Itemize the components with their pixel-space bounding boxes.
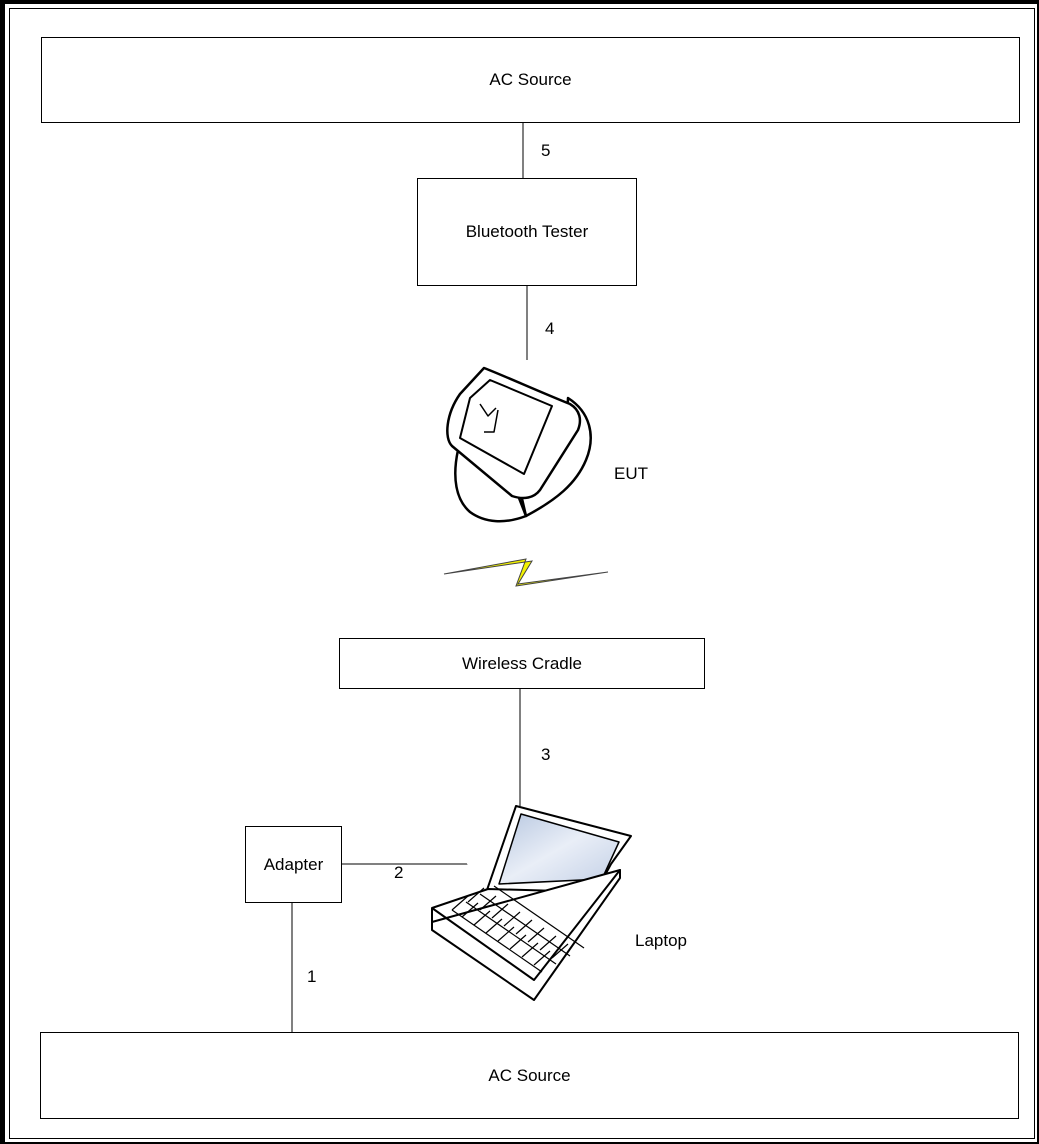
connection-number-1: 1 [307,967,317,986]
bluetooth-tester-label: Bluetooth Tester [465,222,589,241]
laptop-label: Laptop [635,931,687,950]
eut-label: EUT [614,464,648,483]
connection-number-5: 5 [541,141,551,160]
connection-number-3: 3 [541,745,551,764]
ac-source-top-label: AC Source [489,70,572,89]
laptop-icon [428,805,632,1001]
adapter-block: Adapter [245,826,342,903]
adapter-label: Adapter [263,854,324,874]
ac-source-bottom-label: AC Source [488,1065,571,1085]
bluetooth-tester-block: Bluetooth Tester [417,178,637,286]
lightning-icon [443,558,609,587]
smartwatch-icon [446,366,592,523]
connection-number-2: 2 [394,863,404,882]
connection-number-4: 4 [545,319,555,338]
wireless-cradle-block: Wireless Cradle [339,638,705,689]
ac-source-top-block: AC Source [41,37,1020,123]
inner-frame [9,8,1035,1139]
ac-source-bottom-block: AC Source [40,1032,1019,1119]
wireless-cradle-label: Wireless Cradle [462,653,582,673]
